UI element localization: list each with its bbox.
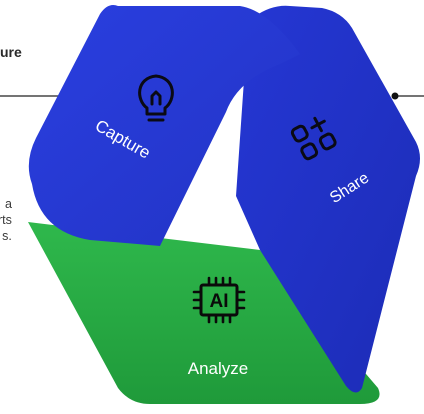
analyze-band — [28, 222, 380, 404]
right-connector-dot — [391, 92, 399, 100]
left-panel-desc-line: s. — [2, 229, 12, 243]
ai-chip-icon: AI — [192, 276, 246, 324]
lightbulb-icon — [138, 74, 174, 122]
shapes-plus-icon — [290, 116, 337, 161]
left-panel-title: ure — [0, 44, 22, 60]
capture-band — [28, 5, 301, 246]
left-panel-description: a rts s. — [0, 196, 12, 244]
share-band — [236, 5, 420, 393]
left-panel-desc-line: a — [4, 197, 12, 211]
left-panel-desc-line: rts — [0, 213, 12, 227]
svg-text:AI: AI — [210, 291, 229, 312]
analyze-label: Analyze — [188, 359, 248, 378]
